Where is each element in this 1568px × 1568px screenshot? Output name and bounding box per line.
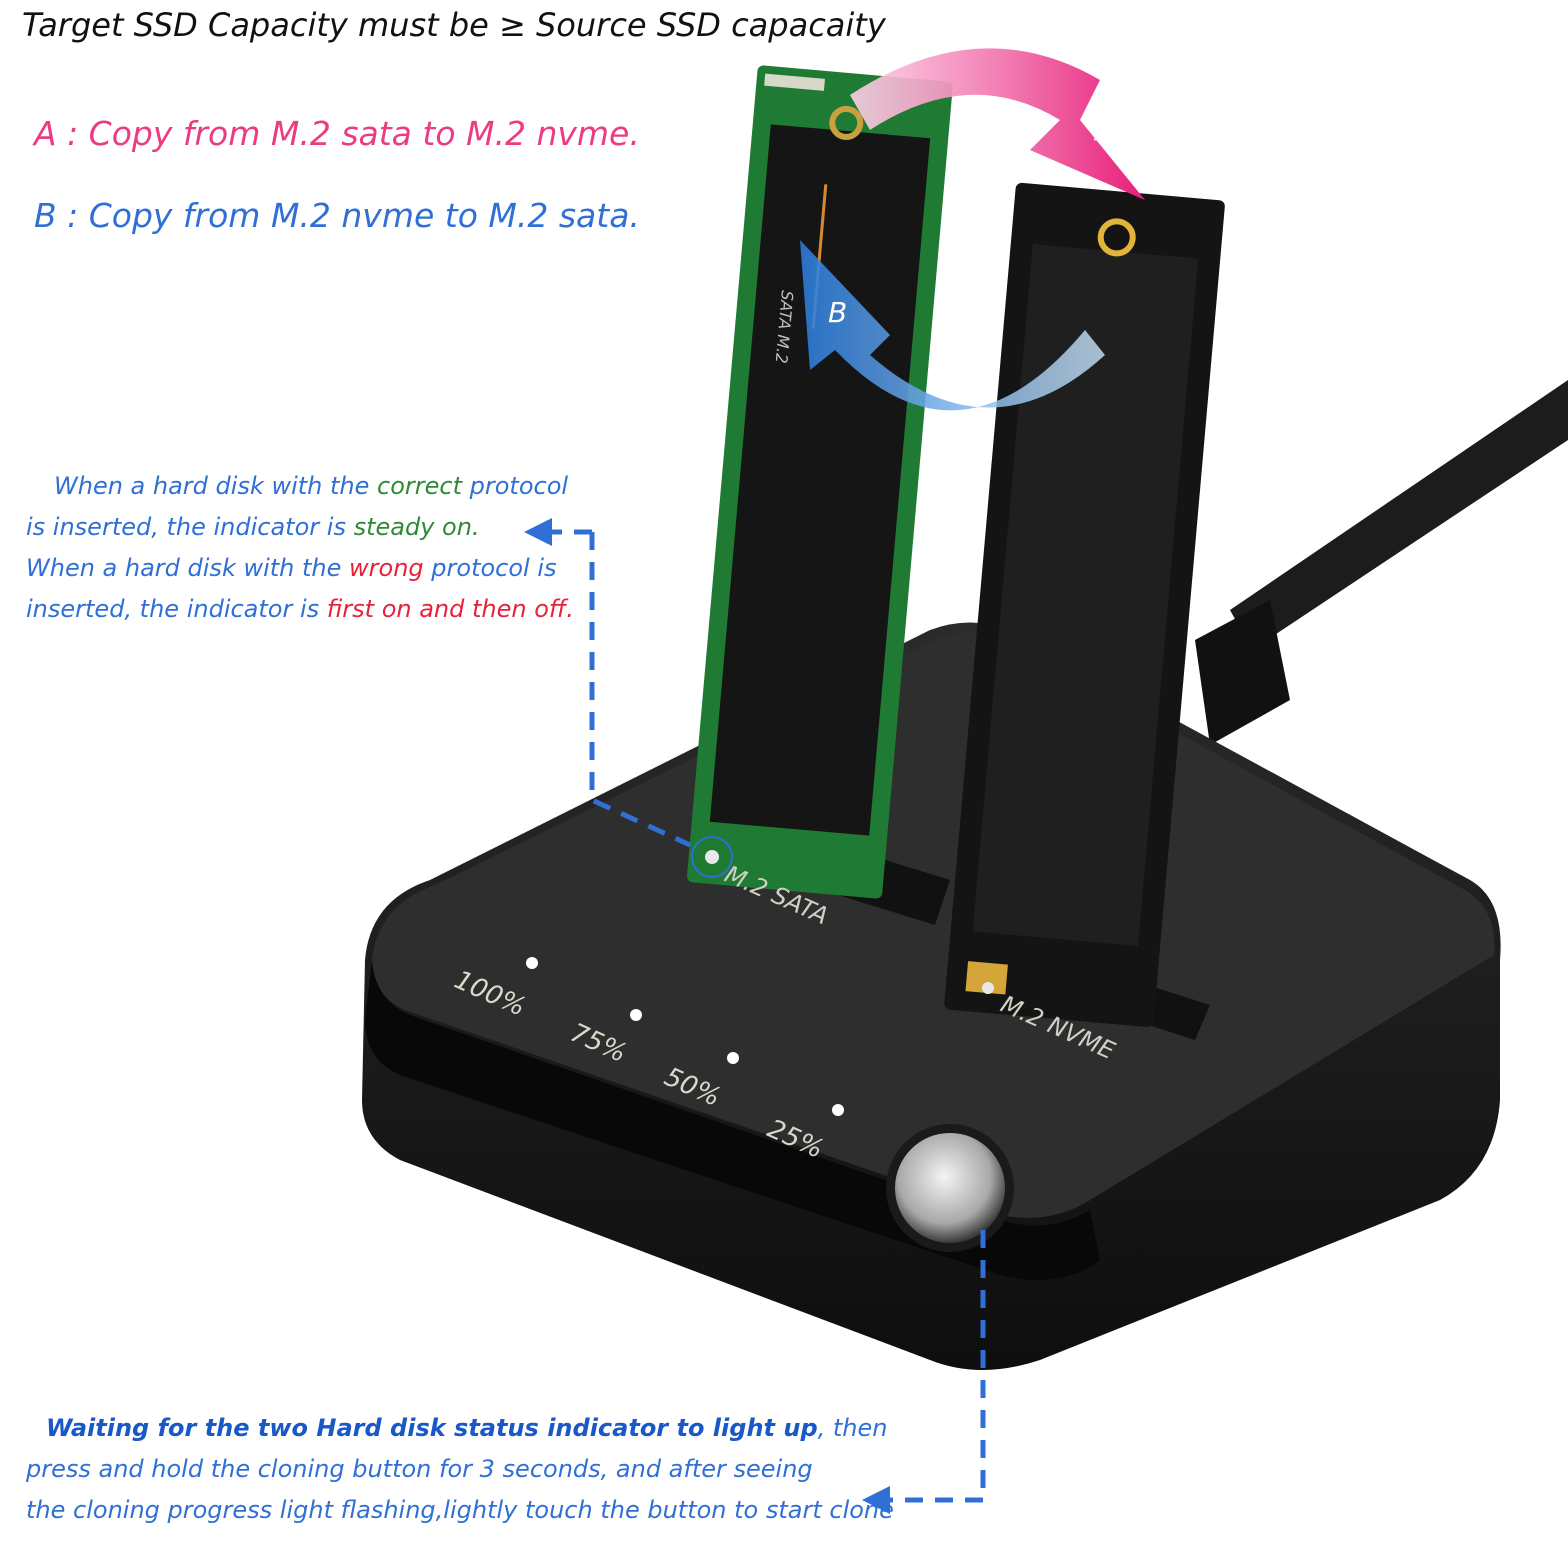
progress-led-75 (630, 1009, 642, 1021)
arrow-b (800, 240, 1105, 411)
nvme-status-led (982, 982, 994, 994)
mode-b-label: B : Copy from M.2 nvme to M.2 sata. (34, 196, 640, 235)
note-highlight-wrong: wrong (349, 554, 424, 582)
mode-b-text: B : Copy from M.2 nvme to M.2 sata. (34, 196, 640, 235)
arrow-a-letter: A (1093, 114, 1114, 147)
note-text: inserted, the indicator is (26, 595, 327, 623)
note-text: is inserted, the indicator is (26, 513, 354, 541)
sata-ssd (686, 65, 953, 899)
note-text: protocol (462, 472, 569, 500)
sata-status-led (705, 850, 719, 864)
mode-a-label: A : Copy from M.2 sata to M.2 nvme. (34, 114, 640, 153)
clone-instructions: Waiting for the two Hard disk status ind… (26, 1408, 894, 1531)
page-title: Target SSD Capacity must be ≥ Source SSD… (22, 6, 886, 44)
note-text: When a hard disk with the (26, 554, 350, 582)
button-callout-arrowhead (862, 1486, 890, 1514)
indicator-callout-line (589, 532, 692, 848)
note-highlight-steady: steady on. (353, 513, 480, 541)
note-text: protocol is (423, 554, 557, 582)
progress-led-25 (832, 1104, 844, 1116)
note-highlight-correct: correct (377, 472, 463, 500)
mode-a-text: A : Copy from M.2 sata to M.2 nvme. (34, 114, 640, 153)
progress-led-50 (727, 1052, 739, 1064)
indicator-note-wrong: When a hard disk with the wrong protocol… (26, 548, 574, 630)
dock-top (372, 632, 1495, 1218)
clone-note-strong: Waiting for the two Hard disk status ind… (46, 1414, 818, 1442)
indicator-note-correct: When a hard disk with the correct protoc… (26, 466, 568, 548)
note-text: When a hard disk with the (54, 472, 378, 500)
clone-note-text: , then (817, 1414, 888, 1442)
indicator-callout-arrowhead (524, 518, 552, 546)
progress-led-100 (526, 957, 538, 969)
clone-button (895, 1133, 1005, 1243)
arrow-b-letter: B (828, 296, 847, 329)
button-callout-line (890, 1230, 986, 1503)
sata-led-highlight-ring (691, 836, 733, 878)
arrow-a (850, 48, 1145, 200)
usb-cable (1230, 380, 1568, 650)
clone-note-text: press and hold the cloning button for 3 … (26, 1455, 813, 1483)
clone-note-text: the cloning progress light flashing,ligh… (26, 1496, 894, 1524)
note-highlight-flash: first on and then off. (326, 595, 574, 623)
